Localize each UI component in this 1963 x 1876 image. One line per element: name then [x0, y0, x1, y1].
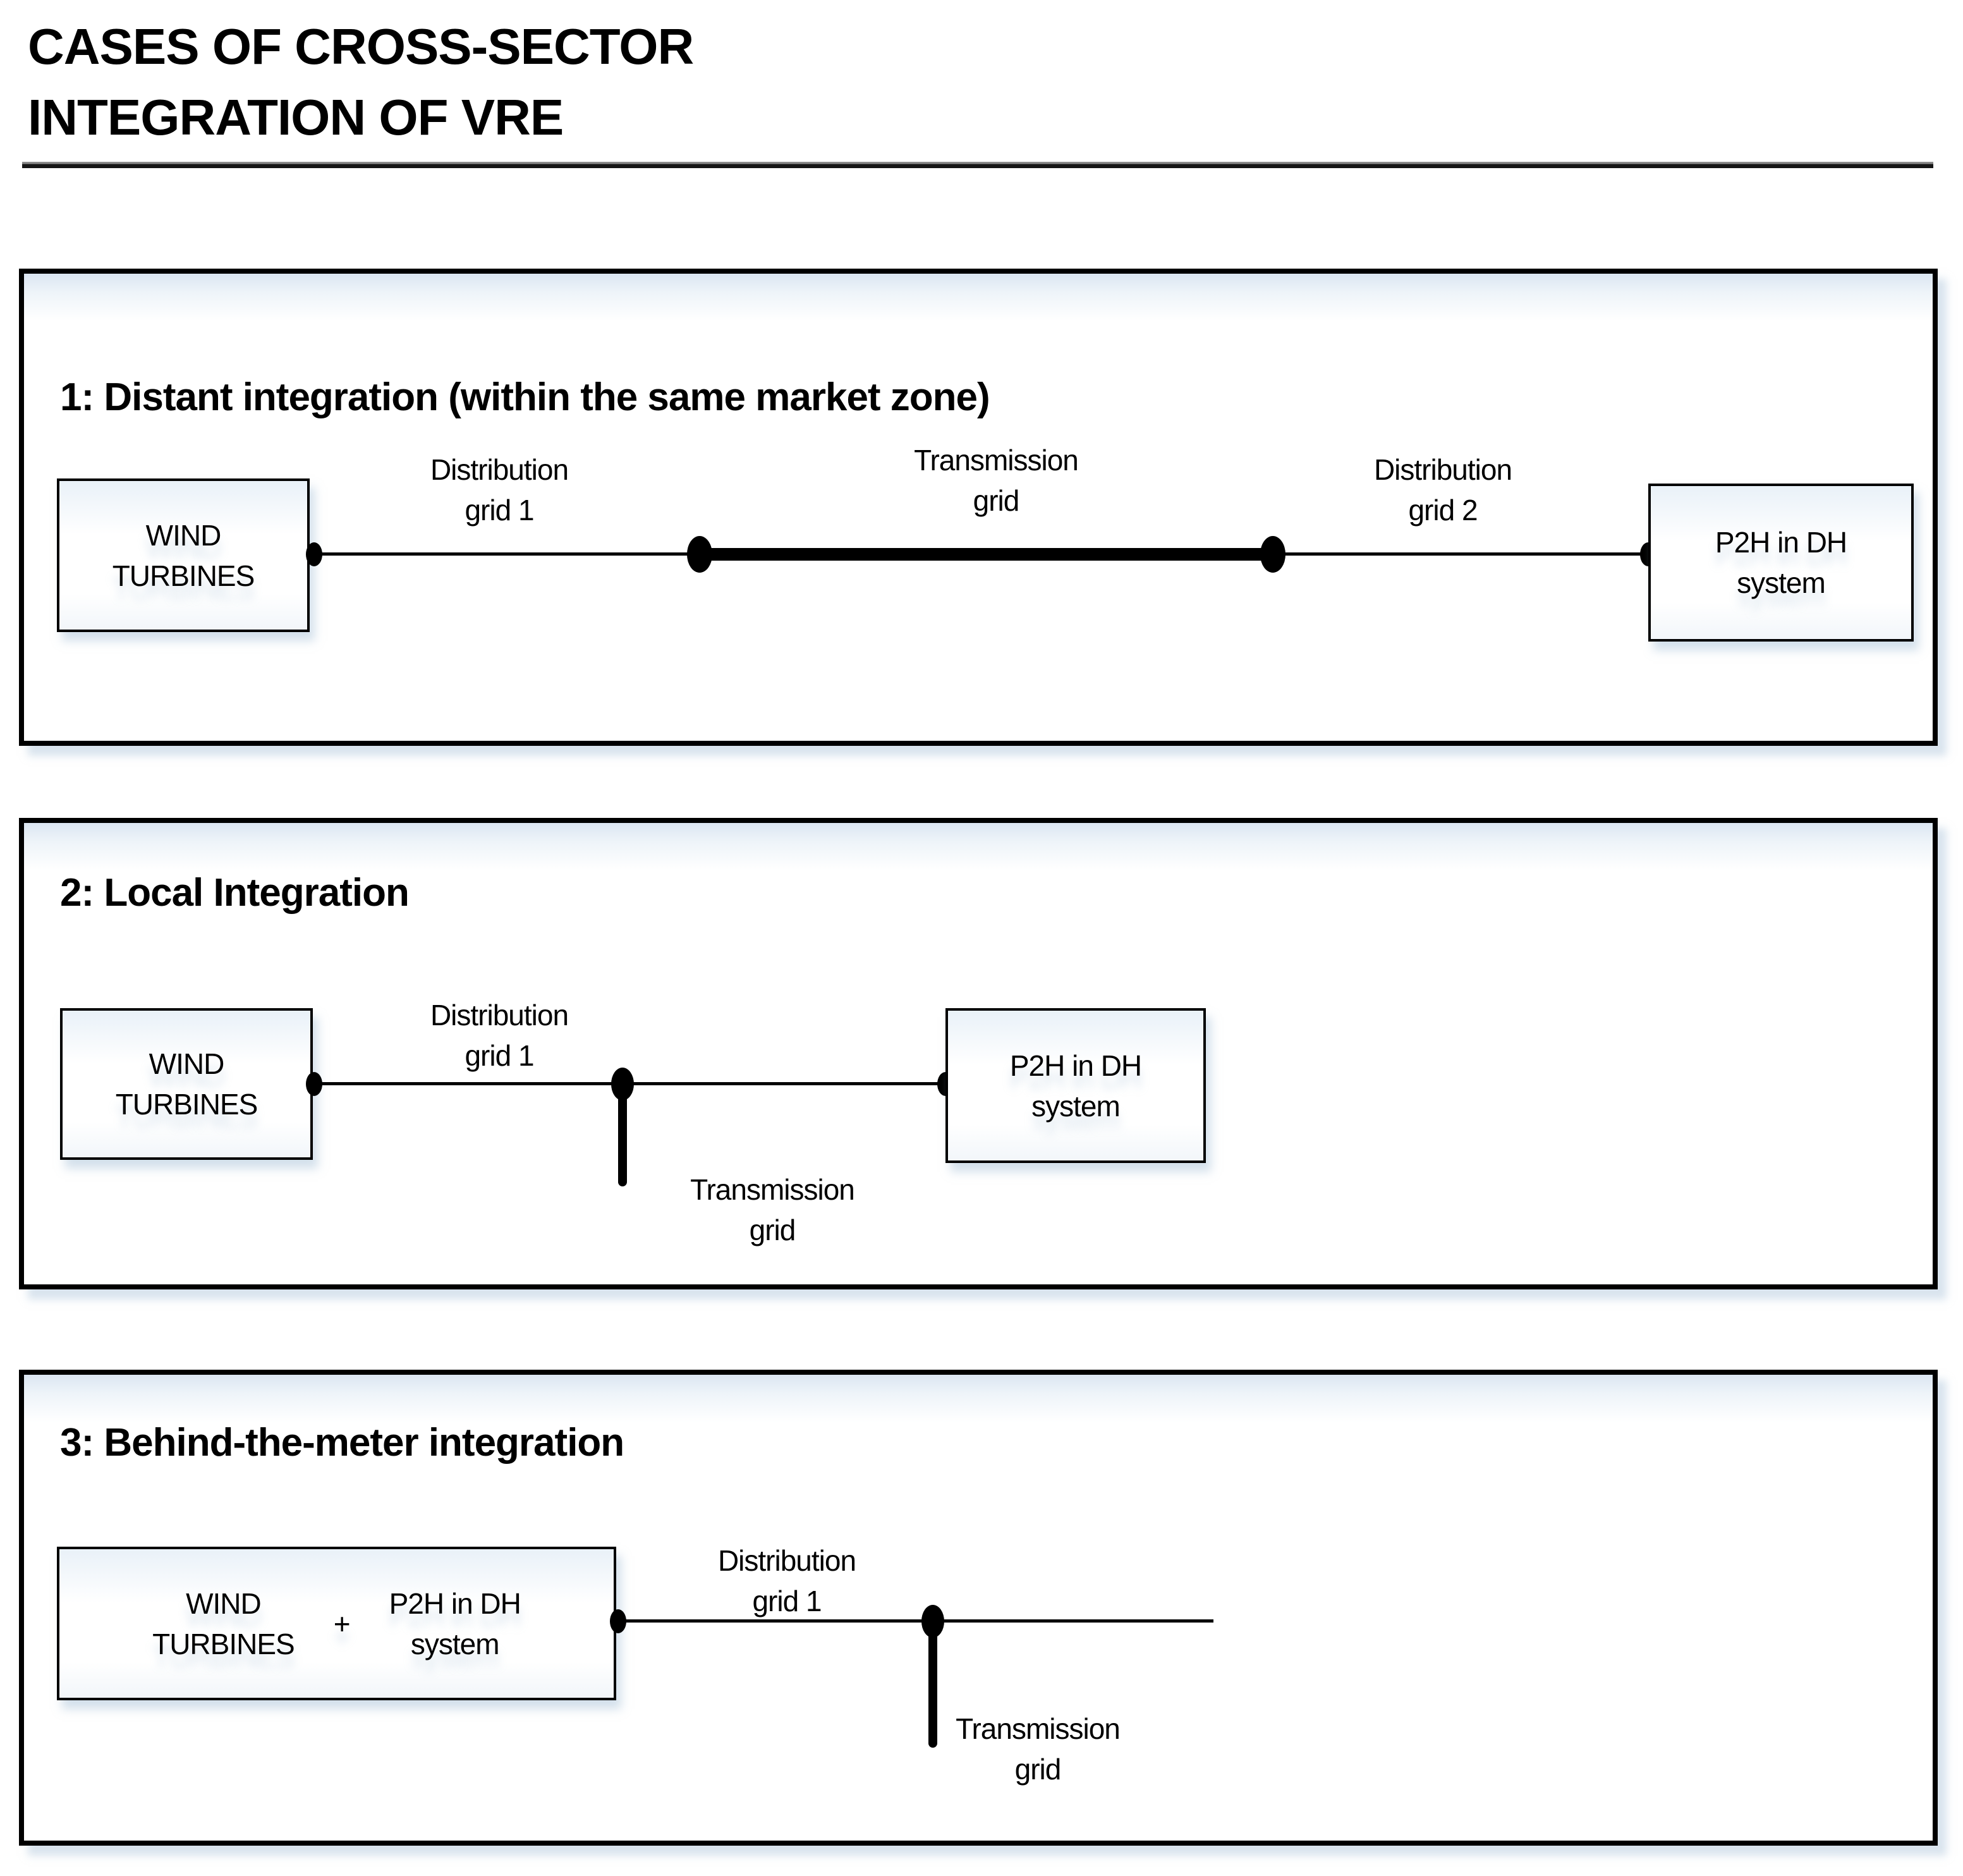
transmission-grid-stub-line: [618, 1084, 627, 1186]
label-transmission-grid-line-1: Transmission: [914, 444, 1079, 477]
wind-turbines-label-line-1: WIND: [149, 1047, 225, 1080]
connection-dot-wind: [306, 542, 322, 566]
label-transmission-grid-line-2: grid: [749, 1214, 796, 1246]
page-title: CASES OF CROSS-SECTOR INTEGRATION OF VRE: [28, 11, 694, 153]
label-distribution-grid-1-line-2: grid 1: [465, 494, 534, 527]
p2h-label-line-2: system: [1737, 566, 1826, 599]
label-transmission-grid-line-2: grid: [1014, 1753, 1062, 1786]
wind-turbines-label: WIND TURBINES: [152, 1583, 295, 1664]
label-distribution-grid-2-line-1: Distribution: [1373, 453, 1512, 486]
wind-turbines-box: WIND TURBINES: [57, 478, 310, 632]
p2h-label: P2H in DH system: [389, 1583, 521, 1664]
wind-turbines-label-line-2: TURBINES: [112, 559, 255, 592]
label-distribution-grid-1: Distribution grid 1: [648, 1540, 926, 1621]
label-transmission-grid: Transmission grid: [899, 1708, 1177, 1789]
label-distribution-grid-1-line-2: grid 1: [465, 1039, 534, 1072]
wind-turbines-label-line-1: WIND: [186, 1587, 262, 1620]
p2h-label-line-1: P2H in DH: [1715, 526, 1847, 559]
connection-dot-wind: [306, 1072, 322, 1096]
label-transmission-grid: Transmission grid: [633, 1169, 911, 1250]
label-transmission-grid-line-2: grid: [973, 484, 1020, 517]
label-distribution-grid-2: Distribution grid 2: [1304, 449, 1582, 530]
p2h-label-line-1: P2H in DH: [1009, 1049, 1142, 1082]
page-title-line-2: INTEGRATION OF VRE: [28, 89, 564, 145]
panel-2-heading: 2: Local Integration: [60, 871, 410, 915]
label-distribution-grid-1: Distribution grid 1: [360, 449, 638, 530]
panel-distant-integration: 1: Distant integration (within the same …: [19, 269, 1938, 746]
transmission-grid-line: [700, 548, 1273, 561]
plus-sign: +: [333, 1607, 351, 1640]
connection-dot-combined-box: [610, 1609, 626, 1633]
panel-behind-the-meter-integration: 3: Behind-the-meter integration WIND TUR…: [19, 1370, 1938, 1846]
wind-turbines-label-line-2: TURBINES: [152, 1627, 295, 1660]
distribution-grid-2-line: [1273, 552, 1648, 556]
label-distribution-grid-1-line-1: Distribution: [717, 1544, 856, 1577]
wind-turbines-label-line-1: WIND: [145, 518, 222, 552]
wind-turbines-box: WIND TURBINES: [60, 1008, 313, 1160]
wind-plus-p2h-box: WIND TURBINES + P2H in DH system: [57, 1547, 616, 1700]
page-title-line-1: CASES OF CROSS-SECTOR: [28, 18, 694, 75]
distribution-grid-1-line: [314, 552, 700, 556]
label-distribution-grid-1: Distribution grid 1: [360, 995, 638, 1076]
p2h-label-line-1: P2H in DH: [389, 1587, 521, 1620]
panel-3-heading: 3: Behind-the-meter integration: [60, 1421, 624, 1465]
title-rule: [22, 162, 1933, 168]
p2h-in-dh-box: P2H in DH system: [945, 1008, 1206, 1163]
label-transmission-grid-line-1: Transmission: [690, 1173, 855, 1206]
label-distribution-grid-1-line-1: Distribution: [430, 453, 569, 486]
p2h-label-line-2: system: [1031, 1089, 1121, 1123]
label-distribution-grid-2-line-2: grid 2: [1408, 494, 1478, 527]
panel-1-heading: 1: Distant integration (within the same …: [60, 375, 990, 419]
panel-local-integration: 2: Local Integration WIND TURBINES Distr…: [19, 818, 1938, 1289]
transmission-junction-dot: [611, 1068, 634, 1100]
transmission-junction-dot: [921, 1605, 944, 1638]
label-transmission-grid-line-1: Transmission: [956, 1712, 1121, 1745]
wind-turbines-label-line-2: TURBINES: [115, 1088, 258, 1121]
label-distribution-grid-1-line-2: grid 1: [752, 1585, 822, 1617]
p2h-in-dh-box: P2H in DH system: [1648, 484, 1914, 642]
distribution-grid-1-line: [618, 1619, 1213, 1623]
transmission-node-dot-right: [1260, 536, 1285, 573]
transmission-grid-stub-line: [928, 1621, 937, 1748]
label-transmission-grid: Transmission grid: [857, 440, 1135, 521]
p2h-label-line-2: system: [410, 1627, 500, 1660]
transmission-node-dot-left: [687, 536, 712, 573]
label-distribution-grid-1-line-1: Distribution: [430, 999, 569, 1032]
